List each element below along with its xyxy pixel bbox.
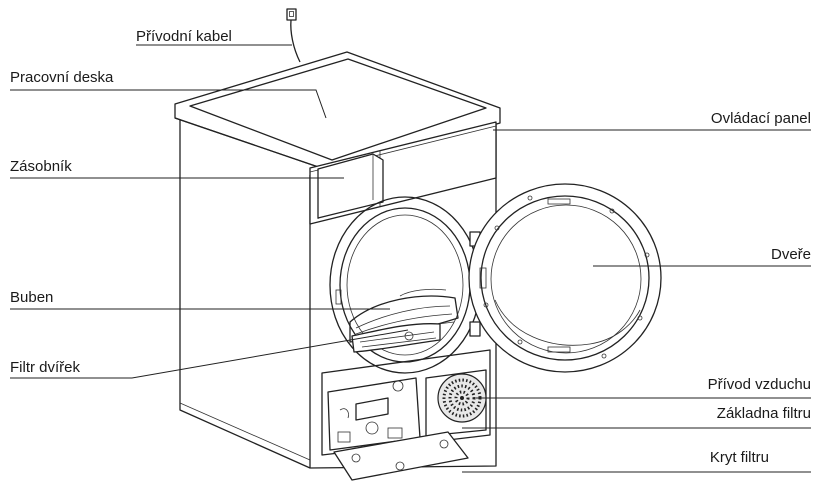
callout-kryt-filtru: Kryt filtru <box>462 449 811 473</box>
callout-zakladna-filtru: Základna filtru <box>462 405 811 429</box>
label-buben: Buben <box>10 289 53 306</box>
callout-dvere: Dveře <box>593 246 811 267</box>
callout-pracovni-deska: Pracovní deska <box>10 69 327 119</box>
label-dvere: Dveře <box>771 246 811 263</box>
power-cable <box>286 8 301 63</box>
label-zakladna-filtru: Základna filtru <box>717 405 811 422</box>
label-zasobnik: Zásobník <box>10 158 72 175</box>
label-privod-vzduchu: Přívod vzduchu <box>708 376 811 393</box>
callout-ovladaci-panel: Ovládací panel <box>493 110 811 131</box>
label-privodni-kabel: Přívodní kabel <box>136 28 232 45</box>
label-kryt-filtru: Kryt filtru <box>710 449 769 466</box>
callout-zasobnik: Zásobník <box>10 158 344 179</box>
reservoir-drawer <box>317 153 384 219</box>
callout-filtr-dvirek: Filtr dvířek <box>10 329 409 379</box>
callout-buben: Buben <box>10 289 390 310</box>
filter-cover <box>333 431 469 481</box>
drum-opening <box>329 196 481 374</box>
air-intake-grille <box>437 373 487 423</box>
callouts: Přívodní kabel Pracovní deska Zásobník B… <box>10 28 811 473</box>
callout-privodni-kabel: Přívodní kabel <box>136 28 292 46</box>
open-door <box>468 183 662 373</box>
cabinet-side <box>179 120 311 469</box>
dryer-illustration <box>174 8 662 481</box>
filter-compartment <box>321 349 491 456</box>
label-pracovni-deska: Pracovní deska <box>10 69 114 86</box>
label-filtr-dvirek: Filtr dvířek <box>10 359 81 376</box>
label-ovladaci-panel: Ovládací panel <box>711 110 811 127</box>
callout-privod-vzduchu: Přívod vzduchu <box>476 376 811 399</box>
